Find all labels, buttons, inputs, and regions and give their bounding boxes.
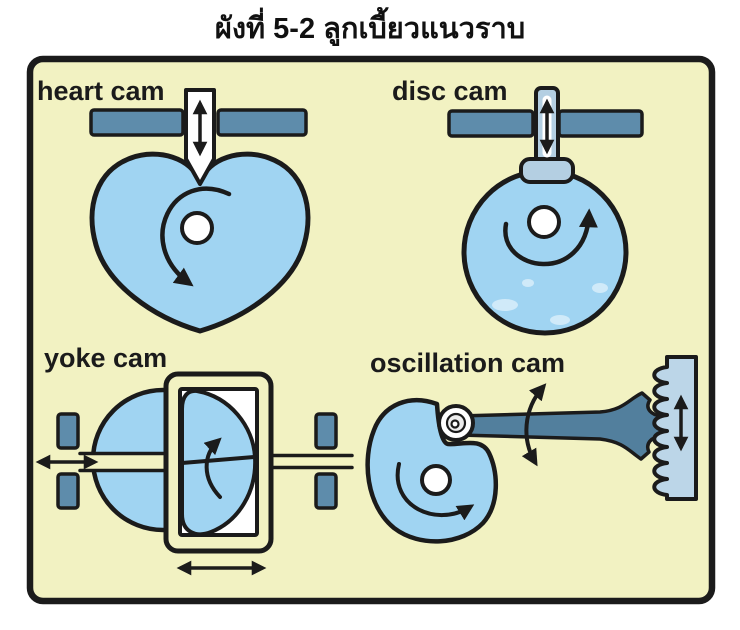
texture-speck — [492, 299, 518, 311]
guide-bar-left — [89, 108, 185, 137]
yoke-cam-diagram: yoke cam — [35, 343, 354, 576]
rod-band — [80, 455, 168, 469]
rod-guide-bottom-left — [56, 472, 80, 510]
guide-bar-right — [557, 109, 644, 138]
rotation-arrow — [395, 462, 475, 521]
rod-guide-bottom-right — [314, 472, 338, 510]
rod-guide-top-right — [314, 412, 338, 450]
flat-foot — [519, 157, 575, 184]
texture-speck — [522, 279, 534, 287]
diagram-title: ผังที่ 5-2 ลูกเบี้ยวแนวราบ — [214, 13, 526, 45]
texture-speck — [550, 315, 570, 325]
disc-cam-label: disc cam — [392, 76, 508, 106]
heart-cam-diagram: heart cam — [37, 76, 311, 334]
cam-chord-line — [180, 455, 256, 465]
heart-cam-label: heart cam — [37, 76, 165, 106]
rod-band — [271, 457, 352, 467]
cam-shaft — [527, 205, 561, 239]
cam-shaft — [420, 464, 452, 496]
disc-cam-diagram: disc cam — [392, 76, 644, 336]
oscillation-arrow — [521, 383, 547, 467]
disc-cam-body — [461, 168, 629, 336]
oscillation-cam-diagram: oscillation cam — [365, 348, 698, 544]
guide-bar-right — [216, 108, 308, 137]
guide-bar-left — [447, 109, 535, 138]
rotation-arrow — [160, 186, 232, 287]
yoke-rod-left — [78, 451, 170, 473]
roller-pin — [450, 419, 460, 429]
rotation-arrow — [503, 208, 598, 267]
oscillation-cam-label: oscillation cam — [370, 348, 565, 378]
texture-speck — [592, 283, 608, 293]
yoke-rod-right — [269, 453, 354, 470]
yoke-cam-lobe — [180, 388, 258, 537]
rack — [652, 355, 698, 501]
yoke-cam-label: yoke cam — [44, 343, 167, 373]
cam-shaft — [180, 211, 214, 245]
rod-guide-top-left — [56, 412, 80, 450]
rotation-arrow — [203, 437, 222, 499]
